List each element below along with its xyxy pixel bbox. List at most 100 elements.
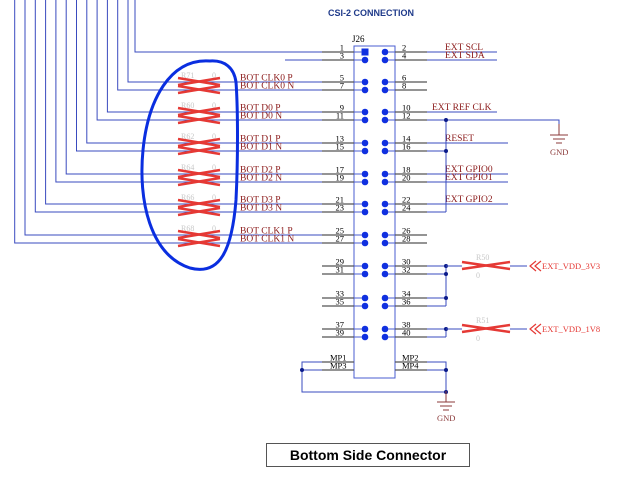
pin-number-right: 38 (402, 320, 411, 330)
net-label-right: EXT GPIO1 (445, 173, 493, 183)
net-label-right: EXT SDA (445, 51, 485, 61)
resistor-ref: R60 (181, 101, 194, 110)
resistor-value: 0 (212, 224, 216, 233)
net-label-left: BOT CLK1 P (240, 227, 293, 237)
pin-dot (381, 270, 389, 278)
pin-number-left: 33 (336, 289, 345, 299)
gnd-symbol-top: GND (550, 124, 568, 157)
bus-wire (55, 0, 322, 183)
resistor-value: 0 (212, 71, 216, 80)
pin-number-left: 23 (336, 203, 345, 213)
pin-dot (361, 208, 369, 216)
power-net-label: EXT_VDD_3V3 (542, 261, 600, 271)
pin-number-right: 22 (402, 195, 411, 205)
dnp-cross (177, 229, 221, 240)
pin-number-right: 14 (402, 134, 411, 144)
net-label-left: BOT D2 N (240, 174, 282, 184)
dnp-cross (177, 176, 221, 187)
pin-number-left: 21 (336, 195, 345, 205)
pin-dot (361, 108, 369, 116)
pin-dot (361, 170, 369, 178)
mp-label: MP4 (402, 361, 419, 371)
pin-dot (361, 200, 369, 208)
pin-dot (361, 147, 369, 155)
pin-number-left: 35 (336, 297, 345, 307)
dnp-cross (177, 114, 221, 125)
resistor-ref: R64 (181, 163, 194, 172)
resistor-value: 0 (476, 334, 480, 343)
pin-number-right: 28 (402, 234, 411, 244)
mp-wire (301, 361, 447, 393)
pin-dot (381, 239, 389, 247)
pin-dot (381, 108, 389, 116)
pin-number-right: 10 (402, 103, 411, 113)
pin-number-left: 5 (340, 73, 344, 83)
pin-number-right: 20 (402, 173, 411, 183)
pin-number-left: 27 (336, 234, 345, 244)
dnp-resistor-pair: R64 0 (177, 163, 221, 187)
bus-wire (96, 0, 322, 121)
junction-dot (444, 272, 448, 276)
dnp-resistor-pair: R71 0 (177, 71, 221, 95)
pin-dot (361, 239, 369, 247)
caption: Bottom Side Connector (289, 447, 447, 463)
net-label-left: BOT CLK0 N (240, 82, 294, 92)
resistor-ref: R71 (181, 71, 194, 80)
junction-dot (444, 296, 448, 300)
junction-dot (444, 118, 448, 122)
pin-number-left: 1 (340, 43, 344, 53)
pin-number-right: 2 (402, 43, 406, 53)
pin-dot (381, 333, 389, 341)
pin-dot (381, 262, 389, 270)
gnd-symbol-bottom: GND (437, 391, 455, 423)
net-label-right: EXT GPIO0 (445, 165, 493, 175)
schematic-title: CSI-2 CONNECTION (328, 8, 414, 18)
bus-wire (24, 0, 322, 236)
pin-number-right: 36 (402, 297, 411, 307)
bus-wire (106, 0, 322, 113)
pin-dot (381, 147, 389, 155)
net-label-right: RESET (445, 134, 474, 144)
resistor-value: 0 (476, 271, 480, 280)
pin-dot (361, 302, 369, 310)
resistor-value: 0 (212, 163, 216, 172)
pin-dot (381, 231, 389, 239)
dnp-cross (177, 145, 221, 156)
pin-dot (361, 333, 369, 341)
junction-dot (444, 149, 448, 153)
resistor-value: 0 (212, 193, 216, 202)
pin-dot (381, 170, 389, 178)
pin-dot (361, 262, 369, 270)
pin-number-right: 40 (402, 328, 411, 338)
pin-dot (361, 78, 369, 86)
resistor-ref: R66 (181, 193, 194, 202)
pin-dot (381, 302, 389, 310)
pin-number-left: 3 (340, 51, 344, 61)
dnp-cross (177, 168, 221, 179)
pin-dot (381, 48, 389, 56)
bus-wire (127, 0, 322, 83)
net-label-left: BOT CLK0 P (240, 74, 293, 84)
resistor-value: 0 (212, 132, 216, 141)
bus-wire (34, 0, 322, 213)
pin-number-right: 34 (402, 289, 411, 299)
gnd-wire (427, 119, 560, 124)
dnp-cross (177, 84, 221, 95)
mp-label: MP1 (330, 353, 347, 363)
net-label-left: BOT D0 P (240, 104, 280, 114)
bus-wire (117, 0, 322, 91)
net-label-right: EXT REF CLK (432, 103, 492, 113)
pin-dot (381, 78, 389, 86)
pin-dot (381, 86, 389, 94)
pin1-marker (361, 48, 369, 56)
dnp-resistor-pair: R66 0 (177, 193, 221, 217)
pin-number-left: 9 (340, 103, 344, 113)
dnp-cross (177, 237, 221, 248)
bus-wire (86, 0, 322, 144)
mp-label: MP3 (330, 361, 347, 371)
bus-wire (76, 0, 322, 152)
pin-number-right: 26 (402, 226, 411, 236)
net-label-left: BOT D0 N (240, 112, 282, 122)
